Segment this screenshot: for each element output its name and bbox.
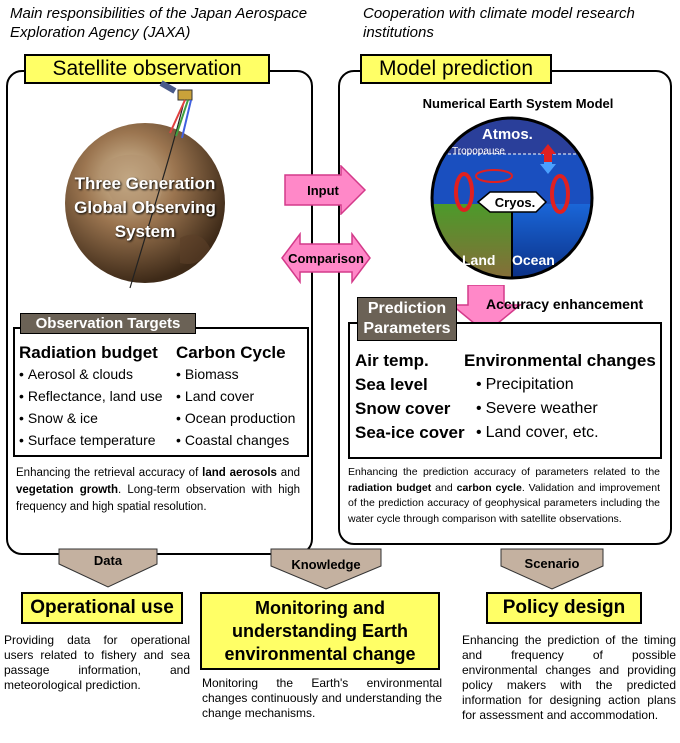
monitoring-text: Monitoring the Earth's environmental cha… xyxy=(202,676,442,720)
monitoring-title: Monitoring and understanding Earth envir… xyxy=(200,592,440,670)
header-jaxa: Main responsibilities of the Japan Aeros… xyxy=(10,5,308,41)
aerosol-icon xyxy=(475,169,513,183)
data-arrow xyxy=(58,548,158,588)
observation-targets-label: Observation Targets xyxy=(20,313,196,334)
ocean-label: Ocean xyxy=(512,252,555,268)
knowledge-arrow xyxy=(270,548,382,590)
satellite-description: Enhancing the retrieval accuracy of land… xyxy=(16,467,300,513)
comparison-label: Comparison xyxy=(288,251,364,266)
list-item: Precipitation xyxy=(476,373,656,397)
policy-design-title: Policy design xyxy=(486,592,642,624)
carbon-cycle-column: Carbon Cycle Biomass Land cover Ocean pr… xyxy=(176,342,304,451)
model-subtitle: Numerical Earth System Model xyxy=(422,96,614,111)
radiation-budget-heading: Radiation budget xyxy=(19,343,158,362)
globe-text: Three Generation Global Observing System xyxy=(74,174,216,241)
input-label: Input xyxy=(307,183,339,198)
earth-system-model-diagram xyxy=(430,116,594,280)
param-item: Snow cover xyxy=(355,399,451,418)
prediction-parameters-label: Prediction Parameters xyxy=(357,297,457,341)
list-item: Coastal changes xyxy=(176,429,304,451)
operational-use-title: Operational use xyxy=(21,592,183,624)
tropopause-label: Tropopause xyxy=(452,146,505,157)
accuracy-enhancement-label: Accuracy enhancement xyxy=(486,296,644,312)
list-item: Aerosol & clouds xyxy=(19,363,179,385)
list-item: Reflectance, land use xyxy=(19,385,179,407)
policy-design-text: Enhancing the prediction of the timing a… xyxy=(462,633,676,722)
satellite-icon xyxy=(159,80,193,139)
carbon-cycle-heading: Carbon Cycle xyxy=(176,343,286,362)
operational-use-text: Providing data for operational users rel… xyxy=(4,633,190,692)
param-item: Sea level xyxy=(355,375,428,394)
data-label: Data xyxy=(93,553,123,568)
land-label: Land xyxy=(462,252,496,268)
list-item: Land cover xyxy=(176,385,304,407)
list-item: Ocean production xyxy=(176,407,304,429)
param-item: Sea-ice cover xyxy=(355,423,465,442)
cryos-label: Cryos. xyxy=(494,195,536,210)
environmental-changes-heading: Environmental changes xyxy=(464,351,656,370)
list-item: Biomass xyxy=(176,363,304,385)
vertical-exchange-icon xyxy=(540,144,556,174)
list-item: Surface temperature xyxy=(19,429,179,451)
comparison-arrow xyxy=(281,232,371,284)
scenario-label: Scenario xyxy=(524,556,580,571)
model-description: Enhancing the prediction accuracy of par… xyxy=(348,466,661,525)
list-item: Land cover, etc. xyxy=(476,421,656,445)
radiation-budget-column: Radiation budget Aerosol & clouds Reflec… xyxy=(19,342,179,451)
scenario-arrow xyxy=(500,548,604,590)
header-cooperation: Cooperation with climate model research … xyxy=(363,5,635,41)
param-item: Air temp. xyxy=(355,351,429,370)
list-item: Snow & ice xyxy=(19,407,179,429)
knowledge-label: Knowledge xyxy=(291,557,361,572)
input-arrow xyxy=(284,165,367,215)
list-item: Severe weather xyxy=(476,397,656,421)
orbit-line xyxy=(129,97,186,289)
circulation-left-icon xyxy=(454,172,474,212)
globe-illustration xyxy=(65,80,225,289)
atmos-label: Atmos. xyxy=(482,126,533,143)
circulation-right-icon xyxy=(550,174,570,214)
model-title: Model prediction xyxy=(360,54,552,84)
satellite-title: Satellite observation xyxy=(24,54,270,84)
accuracy-arrow xyxy=(449,285,523,334)
cryosphere-shape xyxy=(476,191,548,213)
environmental-changes-column: Environmental changes Precipitation Seve… xyxy=(464,349,656,445)
parameters-column: Air temp. Sea level Snow cover Sea-ice c… xyxy=(355,349,465,445)
